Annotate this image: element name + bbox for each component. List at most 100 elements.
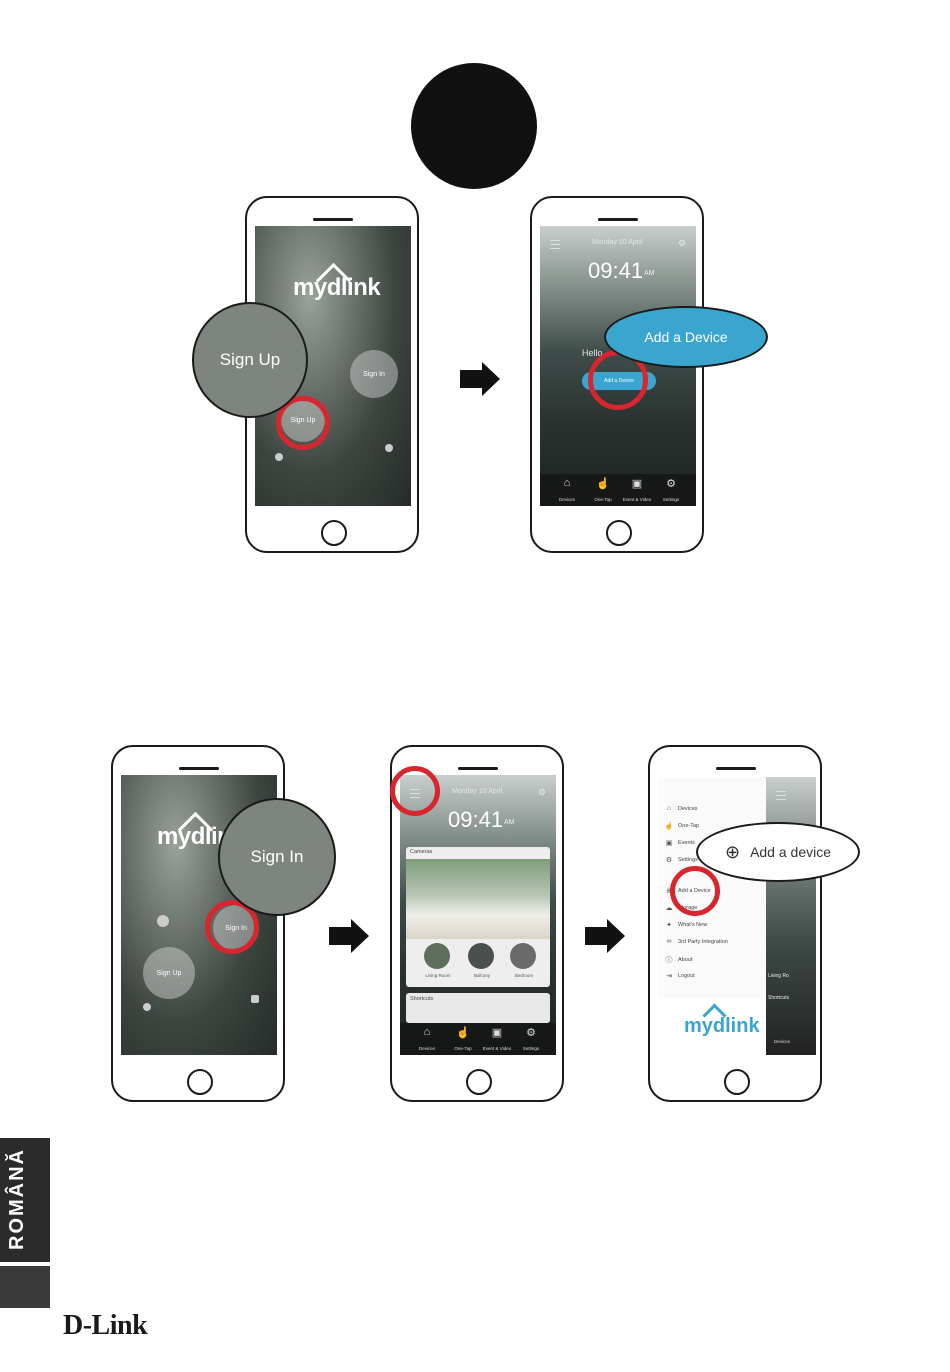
home-button [606, 520, 632, 546]
tab-bar: ⌂ ☝ ▣ ⚙ Devices One-Tap Event & Video Se… [400, 1023, 556, 1055]
page-dot [275, 453, 283, 461]
menu-item-logout[interactable]: ⇥Logout [664, 972, 695, 980]
menu-icon[interactable] [776, 791, 786, 800]
menu-item-label: What's New [678, 922, 708, 928]
phone-speaker [598, 218, 638, 221]
phone-speaker [716, 767, 756, 770]
room-avatar[interactable] [468, 943, 494, 969]
plus-circle-icon: ⊕ [724, 841, 741, 862]
menu-item-whats-new[interactable]: ✦What's New [664, 921, 707, 929]
room-label: Bedroom [514, 973, 534, 978]
arrow-right-icon [329, 927, 351, 945]
devices-icon: ⌂ [666, 805, 672, 812]
tab-settings[interactable]: Settings [662, 497, 680, 502]
menu-item-label: Events [678, 840, 695, 846]
tab-one-tap[interactable]: One-Tap [594, 497, 612, 502]
tab-devices[interactable]: Devices [418, 1046, 435, 1051]
language-tab-block [0, 1266, 50, 1308]
home-button [321, 520, 347, 546]
clock-ampm: AM [504, 819, 515, 826]
menu-item-devices[interactable]: ⌂ Devices [664, 805, 698, 812]
arrow-right-icon [482, 362, 500, 396]
side-menu: ⌂Devices ☝One-Tap ▣Events ⚙Settings ⊕Add… [658, 777, 766, 1055]
settings-icon: ⚙ [665, 857, 673, 864]
settings-icon[interactable]: ⚙ [678, 238, 687, 248]
step-dot [411, 63, 537, 189]
home-button [724, 1069, 750, 1095]
add-device-menu-callout: ⊕ Add a device [696, 822, 860, 882]
event-video-icon: ▣ [665, 840, 673, 847]
page-dot [251, 995, 259, 1003]
tab-one-tap[interactable]: One-Tap [454, 1046, 472, 1051]
page-dot [157, 915, 169, 927]
shortcuts-label: Shortcuts [768, 995, 790, 1001]
phone-sign-in: mydlink Sign In Sign Up [111, 745, 285, 1102]
room-label: Living Room [425, 973, 451, 978]
camera-preview[interactable] [406, 859, 550, 939]
add-device-callout: Add a Device [604, 306, 768, 368]
add-device-callout-label: Add a device [750, 844, 832, 860]
devices-icon: ⌂ [563, 477, 571, 489]
cloud-icon: ☁ [665, 905, 673, 912]
menu-footer: mydlink [658, 999, 766, 1055]
sign-in-callout: Sign In [218, 798, 336, 916]
shortcuts-label: Shortcuts [410, 996, 434, 1002]
mydlink-logo: mydlink [293, 274, 381, 301]
tab-settings[interactable]: Settings [522, 1046, 540, 1051]
sign-in-button[interactable]: Sign In [350, 350, 398, 398]
language-label: ROMÂNĂ [6, 1148, 28, 1250]
room-label: Living Ro [768, 973, 789, 979]
tab-event-video[interactable]: Event & Video [622, 497, 652, 502]
clock-time: 09:41 [448, 807, 504, 832]
phone-menu: ⌂Devices ☝One-Tap ▣Events ⚙Settings ⊕Add… [648, 745, 822, 1102]
room-avatar[interactable] [424, 943, 450, 969]
phone-screen: Monday 10 April ⚙ 09:41 AM Cameras Livin… [400, 775, 556, 1055]
menu-item-label: Devices [678, 805, 698, 812]
event-video-icon: ▣ [631, 478, 643, 490]
home-button [466, 1069, 492, 1095]
tab-event-video[interactable]: Event & Video [482, 1046, 512, 1051]
highlight-ring [670, 866, 720, 916]
home-button [187, 1069, 213, 1095]
settings-icon[interactable]: ⚙ [538, 787, 547, 797]
tab-devices[interactable]: Devices [774, 1039, 791, 1044]
phone-screen: ⌂Devices ☝One-Tap ▣Events ⚙Settings ⊕Add… [658, 777, 816, 1055]
arrow-right-icon [585, 927, 607, 945]
greeting: Hello [582, 348, 603, 358]
arrow-right-icon [607, 919, 625, 953]
page-dot [143, 1003, 151, 1011]
sign-up-callout: Sign Up [192, 302, 308, 418]
mydlink-logo: mydlink [684, 1015, 760, 1037]
cameras-card: Cameras Living Room Balcony Bedroom [406, 847, 550, 987]
sign-up-button[interactable]: Sign Up [143, 947, 195, 999]
menu-item-label: One-Tap [678, 823, 700, 829]
highlight-ring [390, 766, 440, 816]
tab-bar: ⌂ ☝ ▣ ⚙ Devices One-Tap Event & Video Se… [540, 474, 696, 506]
menu-item-settings[interactable]: ⚙Settings [664, 856, 698, 864]
menu-item-integration[interactable]: ∞3rd Party Integration [664, 938, 728, 945]
menu-icon[interactable] [550, 240, 560, 249]
logout-icon: ⇥ [666, 973, 672, 980]
clock-ampm: AM [644, 270, 655, 277]
brand-logo: D-Link [63, 1310, 148, 1341]
room-avatar[interactable] [510, 943, 536, 969]
settings-icon: ⚙ [526, 1027, 536, 1039]
tab-devices[interactable]: Devices [558, 497, 575, 502]
settings-icon: ⚙ [666, 478, 676, 490]
one-tap-icon: ☝ [596, 478, 610, 490]
menu-item-events[interactable]: ▣ Events [664, 839, 695, 847]
highlight-ring [205, 900, 259, 954]
menu-item-label: 3rd Party Integration [678, 938, 728, 945]
dimmed-content: Living Ro Shortcuts Devices [766, 777, 816, 1055]
date-label: Monday 10 April [592, 239, 643, 246]
clock-time: 09:41 [588, 258, 644, 283]
page-dot [385, 444, 393, 452]
cameras-label: Cameras [410, 849, 433, 855]
one-tap-icon: ☝ [456, 1027, 470, 1039]
phone-speaker [458, 767, 498, 770]
info-icon: ⓘ [665, 957, 673, 964]
menu-item-one-tap[interactable]: ☝One-Tap [664, 822, 699, 830]
event-video-icon: ▣ [491, 1027, 503, 1039]
phone-speaker [179, 767, 219, 770]
